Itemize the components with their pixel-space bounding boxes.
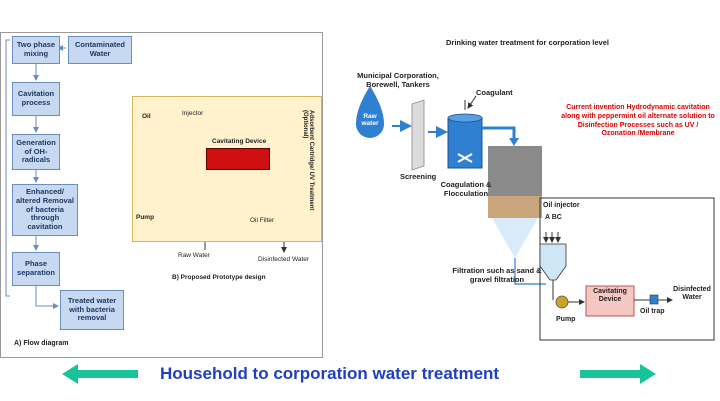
- gravel-layer: [488, 146, 542, 196]
- corp-cavitating-device: [585, 285, 635, 317]
- corp-pump-icon: [555, 295, 569, 309]
- flow-box-generation: Generation of OH- radicals: [12, 134, 60, 170]
- flow-caption: A) Flow diagram: [14, 340, 69, 347]
- screening-shape: [411, 99, 425, 171]
- corp-pump-label: Pump: [556, 316, 576, 323]
- filtration-funnel: [492, 218, 538, 258]
- proto-oil-label: Oil: [142, 113, 151, 120]
- proto-disinfected-label: Disinfected Water: [258, 256, 310, 263]
- corporation-unit-box: [539, 197, 715, 341]
- flow-box-enhanced: Enhanced/ altered Removal of bacteria th…: [12, 184, 78, 236]
- proto-pump-label: Pump: [136, 214, 155, 221]
- proto-cartridge-label: Adsorbent Cartridge/ UV Treatment (Optio…: [302, 110, 314, 211]
- corp-coag-floc: Coagulation & Flocculation: [440, 180, 492, 198]
- cavitating-device-shape: [206, 148, 270, 170]
- corp-filtration: Filtration such as sand & gravel filtrat…: [452, 266, 542, 284]
- coagulation-tank: [447, 117, 483, 169]
- flow-box-cavitation: Cavitation process: [12, 82, 60, 116]
- sand-layer: [488, 196, 542, 218]
- footer-title: Household to corporation water treatment: [160, 364, 500, 383]
- corp-cavitating-label: Cavitating Device: [593, 288, 627, 304]
- oil-injector-vessel: [539, 243, 567, 281]
- right-arrow-icon: [580, 364, 656, 384]
- corp-oil-injector: Oil injector: [543, 202, 580, 209]
- corp-screening: Screening: [400, 172, 437, 181]
- proto-raw-water-label: Raw Water: [178, 252, 210, 259]
- corp-disinfected: Disinfected Water: [673, 286, 711, 302]
- corp-title: Drinking water treatment for corporation…: [446, 38, 609, 47]
- flow-box-two-phase: Two phase mixing: [12, 36, 60, 64]
- corp-sources: Municipal Corporation, Borewell, Tankers: [357, 71, 439, 89]
- flow-box-treated: Treated water with bacteria removal: [60, 290, 124, 330]
- flow-box-phase-separation: Phase separation: [12, 252, 60, 286]
- corp-coagulant: Coagulant: [476, 88, 513, 97]
- corp-oil-trap: Oil trap: [640, 308, 665, 315]
- left-arrow-icon: [62, 364, 138, 384]
- proto-oil-filter-label: Oil Filter: [250, 217, 275, 224]
- flow-box-contaminated: Contaminated Water: [68, 36, 132, 64]
- raw-water-drop-icon: [356, 86, 384, 138]
- corp-abc: A BC: [545, 214, 562, 221]
- proto-injector-label: Injector: [182, 110, 204, 117]
- proto-cavitating-label: Cavitating Device: [212, 138, 267, 145]
- oil-trap-shape: [649, 294, 659, 305]
- corp-raw-water: Raw water: [361, 113, 379, 128]
- proto-caption: B) Proposed Prototype design: [172, 274, 266, 281]
- invention-note: Current invention Hydrodynamic cavitatio…: [561, 104, 715, 138]
